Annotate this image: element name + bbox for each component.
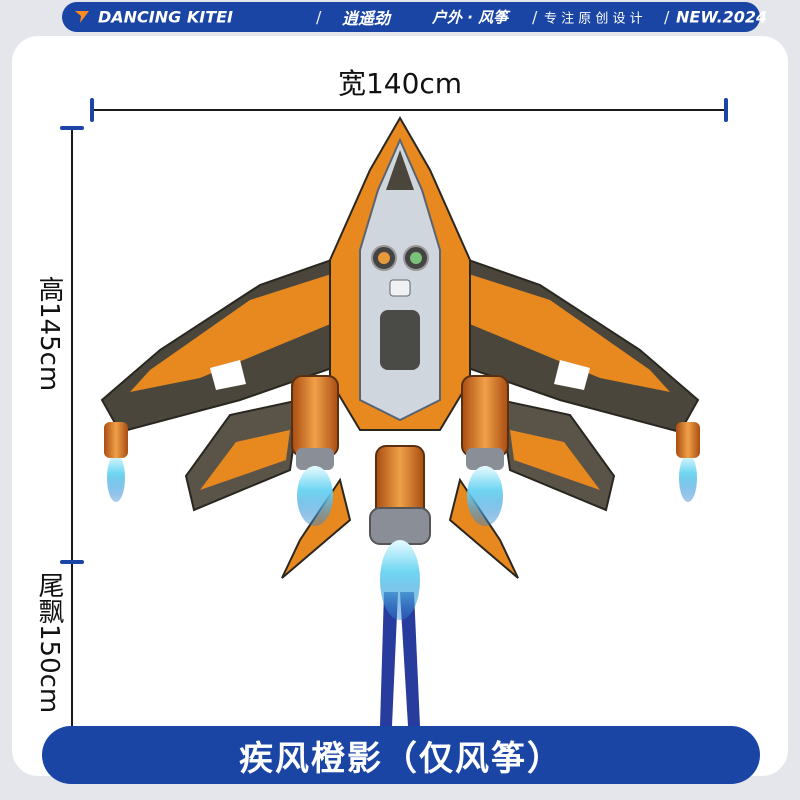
header-separator: / — [316, 7, 322, 27]
kite-arrow-icon — [75, 11, 89, 23]
width-dimension-line — [92, 109, 728, 111]
edition-label: NEW.2024 — [676, 7, 768, 27]
product-title: 疾风橙影（仅风筝） — [239, 738, 563, 779]
height-dimension-line — [71, 128, 73, 562]
header-separator: / — [532, 7, 538, 27]
brand-name: DANCING KITEI — [98, 7, 233, 27]
kite-illustration — [100, 115, 700, 726]
width-dimension-cap — [90, 98, 94, 122]
product-title-banner: 疾风橙影（仅风筝） — [42, 726, 760, 784]
tagline: 专 注 原 创 设 计 — [544, 11, 643, 27]
height-dimension-label: 高145cm — [34, 276, 64, 392]
width-dimension-label: 宽140cm — [337, 67, 463, 100]
kite-tail — [380, 592, 420, 726]
kite-flame — [107, 454, 125, 502]
kite-main-wings — [100, 248, 700, 434]
header-separator: / — [664, 7, 670, 27]
width-dimension-cap — [724, 98, 728, 122]
kite-lower-wings — [184, 398, 616, 579]
tail-dimension-line — [71, 564, 73, 728]
kite-fuselage — [329, 115, 471, 431]
kite-flame — [679, 454, 697, 502]
header-bar: DANCING KITEI / 逍遥劲 户外 · 风筝 / 专 注 原 创 设 … — [62, 2, 767, 32]
tail-dimension-label: 尾飘150cm — [34, 572, 64, 714]
category-label: 户外 · 风筝 — [432, 8, 509, 27]
brand-name-cn: 逍遥劲 — [342, 9, 391, 28]
height-dimension-cap — [60, 560, 84, 564]
kite-center-engine — [369, 445, 431, 620]
height-dimension-cap — [60, 126, 84, 130]
kite-side-engines — [291, 375, 509, 526]
